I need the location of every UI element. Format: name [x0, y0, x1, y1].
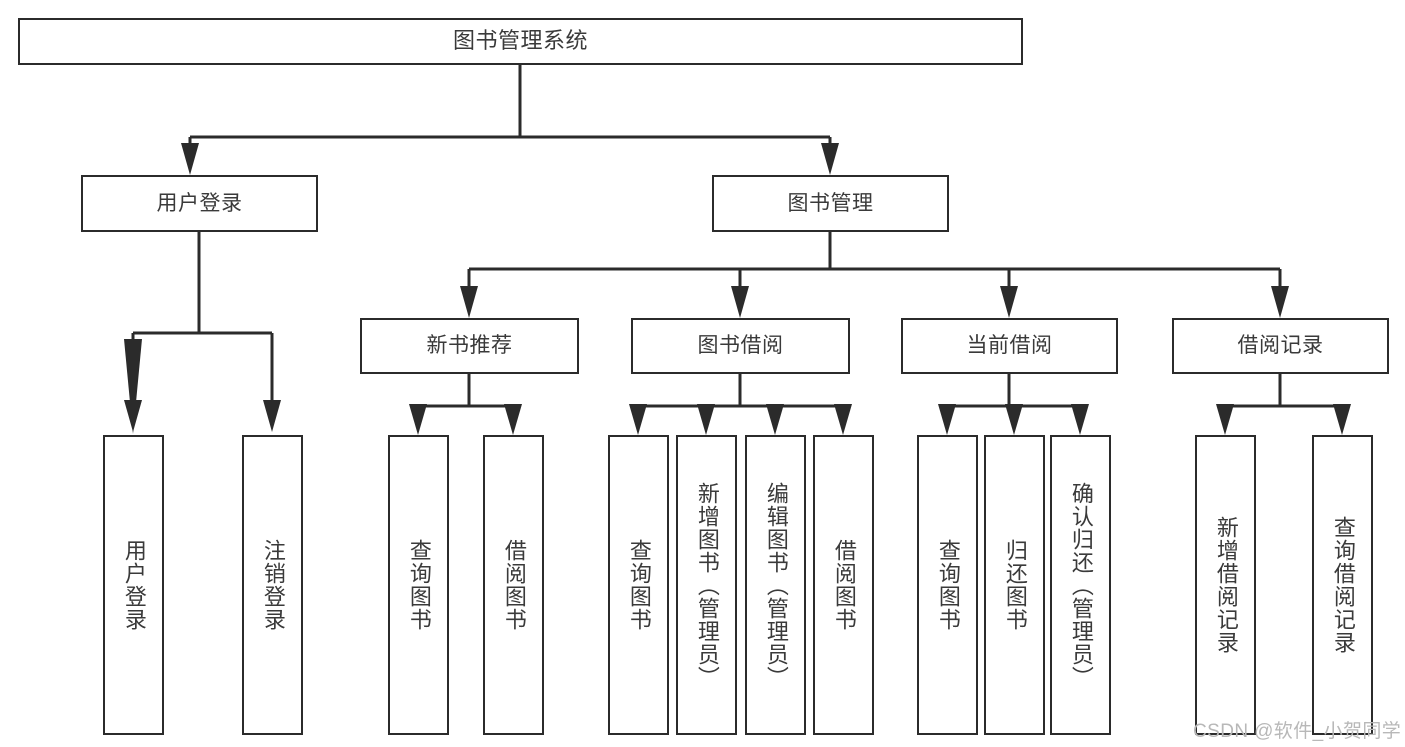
- leaf-bookborrow-edit-book-label: 编辑图书（管理员）: [763, 481, 789, 689]
- arrowhead-currentborrow-leaf-1: [938, 404, 956, 435]
- leaf-newbook-borrow-book-label: 借阅图书: [501, 539, 527, 631]
- leaf-bookborrow-borrow-book-label: 借阅图书: [831, 539, 857, 631]
- leaf-currentborrow-query-book-label: 查询图书: [935, 539, 961, 631]
- leaf-newbook-borrow-book[interactable]: 借阅图书: [483, 435, 544, 735]
- node-book-manage[interactable]: 图书管理: [712, 175, 949, 232]
- leaf-borrowrecord-query-record[interactable]: 查询借阅记录: [1312, 435, 1373, 735]
- arrowhead-borrow-record: [1271, 286, 1289, 318]
- leaf-bookborrow-query-book-label: 查询图书: [626, 539, 652, 631]
- leaf-currentborrow-return-book[interactable]: 归还图书: [984, 435, 1045, 735]
- node-user-login-label: 用户登录: [156, 191, 243, 215]
- leaf-bookborrow-add-book[interactable]: 新增图书（管理员）: [676, 435, 737, 735]
- leaf-borrowrecord-add-record[interactable]: 新增借阅记录: [1195, 435, 1256, 735]
- arrowhead-leaf-logout: [263, 400, 281, 432]
- arrowhead-bookborrow-leaf-3: [766, 404, 784, 435]
- node-user-login[interactable]: 用户登录: [81, 175, 318, 232]
- leaf-bookborrow-add-book-label: 新增图书（管理员）: [694, 481, 720, 689]
- node-current-borrow[interactable]: 当前借阅: [901, 318, 1118, 374]
- node-book-borrow[interactable]: 图书借阅: [631, 318, 850, 374]
- leaf-logout[interactable]: 注销登录: [242, 435, 303, 735]
- node-borrow-record-label: 借阅记录: [1237, 334, 1324, 358]
- leaf-currentborrow-confirm-return-label: 确认归还（管理员）: [1068, 481, 1094, 689]
- leaf-currentborrow-query-book[interactable]: 查询图书: [917, 435, 978, 735]
- arrowhead-currentborrow-leaf-2: [1005, 404, 1023, 435]
- arrowhead-bookborrow-leaf-1: [629, 404, 647, 435]
- arrowhead-user-login: [181, 143, 199, 175]
- arrowhead-current-borrow: [1000, 286, 1018, 318]
- node-new-book-recommend[interactable]: 新书推荐: [360, 318, 579, 374]
- leaf-newbook-query-book-label: 查询图书: [406, 539, 432, 631]
- leaf-borrowrecord-add-record-label: 新增借阅记录: [1213, 516, 1239, 654]
- node-book-borrow-label: 图书借阅: [697, 334, 784, 358]
- leaf-newbook-query-book[interactable]: 查询图书: [388, 435, 449, 735]
- node-new-book-recommend-label: 新书推荐: [426, 334, 513, 358]
- arrowhead-currentborrow-leaf-3: [1071, 404, 1089, 435]
- node-root[interactable]: 图书管理系统: [18, 18, 1023, 65]
- arrowhead-bookborrow-leaf-4: [834, 404, 852, 435]
- node-borrow-record[interactable]: 借阅记录: [1172, 318, 1389, 374]
- leaf-currentborrow-return-book-label: 归还图书: [1002, 539, 1028, 631]
- arrowhead-bookborrow-leaf-2: [697, 404, 715, 435]
- node-root-label: 图书管理系统: [452, 28, 588, 54]
- leaf-bookborrow-query-book[interactable]: 查询图书: [608, 435, 669, 735]
- node-current-borrow-label: 当前借阅: [966, 334, 1053, 358]
- arrowhead-borrowrecord-leaf-2: [1333, 404, 1351, 435]
- arrowhead-book-borrow: [731, 286, 749, 318]
- arrowhead-new-book: [460, 286, 478, 318]
- leaf-user-login-label: 用户登录: [121, 539, 147, 631]
- leaf-logout-label: 注销登录: [260, 539, 286, 631]
- leaf-currentborrow-confirm-return[interactable]: 确认归还（管理员）: [1050, 435, 1111, 735]
- arrowhead-borrowrecord-leaf-1: [1216, 404, 1234, 435]
- leaf-borrowrecord-query-record-label: 查询借阅记录: [1330, 516, 1356, 654]
- leaf-user-login[interactable]: 用户登录: [103, 435, 164, 735]
- leaf-bookborrow-edit-book[interactable]: 编辑图书（管理员）: [745, 435, 806, 735]
- arrowhead-leaf-user-login: [124, 339, 142, 434]
- arrowhead-newbook-leaf-1: [409, 404, 427, 435]
- leaf-bookborrow-borrow-book[interactable]: 借阅图书: [813, 435, 874, 735]
- arrowhead-book-manage: [821, 143, 839, 175]
- arrowhead-newbook-leaf-2: [504, 404, 522, 435]
- node-book-manage-label: 图书管理: [787, 191, 874, 215]
- arrowhead-leaf-user-login-tip: [124, 400, 142, 432]
